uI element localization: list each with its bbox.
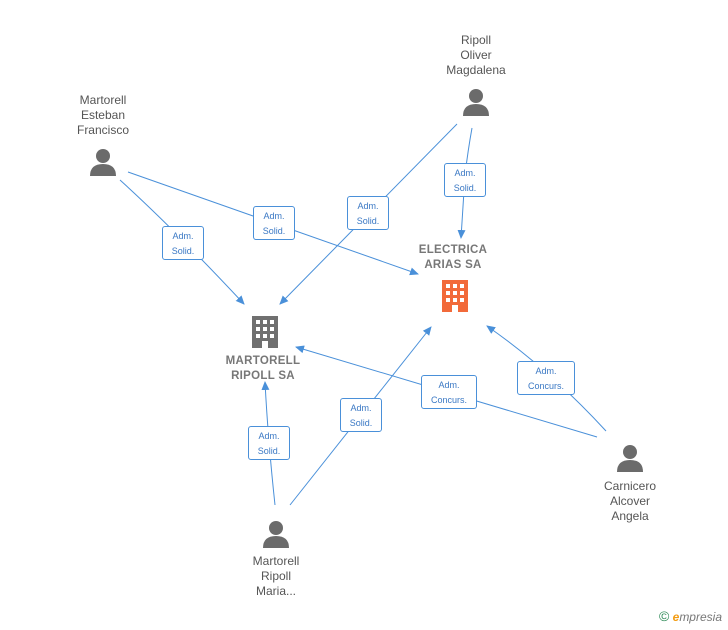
- edge-label-maria-martorell-sa[interactable]: Adm. Solid.: [248, 426, 290, 460]
- copyright-icon: ©: [658, 608, 670, 624]
- edge-label-maria-electrica[interactable]: Adm. Solid.: [340, 398, 382, 432]
- person-label-carnicero[interactable]: Carnicero Alcover Angela: [603, 479, 657, 523]
- person-icon-ripoll-oliver[interactable]: [463, 89, 489, 116]
- edge-label-carnicero-martorell-sa[interactable]: Adm. Concurs.: [421, 375, 477, 409]
- person-label-ripoll-oliver[interactable]: Ripoll Oliver Magdalena: [446, 33, 506, 77]
- edge-label-ripoll-martorell-sa[interactable]: Adm. Solid.: [347, 196, 389, 230]
- edge-label-esteban-electrica[interactable]: Adm. Solid.: [253, 206, 295, 240]
- company-label-martorell-ripoll-sa[interactable]: MARTORELL RIPOLL SA: [225, 355, 301, 382]
- person-label-martorell-esteban[interactable]: Martorell Esteban Francisco: [76, 93, 129, 137]
- building-icon-electrica-arias[interactable]: [442, 280, 468, 312]
- brand-logo-initial: e: [672, 610, 680, 624]
- edges: [119, 123, 607, 506]
- company-label-electrica-arias[interactable]: ELECTRICA ARIAS SA: [418, 244, 488, 271]
- person-icon-martorell-esteban[interactable]: [90, 149, 116, 176]
- edge-label-ripoll-electrica[interactable]: Adm. Solid.: [444, 163, 486, 197]
- empresia-watermark: © empresia: [659, 608, 722, 624]
- brand-logo-text: mpresia: [679, 610, 722, 624]
- edge-label-esteban-martorell-sa[interactable]: Adm. Solid.: [162, 226, 204, 260]
- building-icon-martorell-ripoll-sa[interactable]: [252, 316, 278, 348]
- edge-label-carnicero-electrica[interactable]: Adm. Concurs.: [517, 361, 575, 395]
- person-icon-martorell-ripoll-maria[interactable]: [263, 521, 289, 548]
- person-icon-carnicero[interactable]: [617, 445, 643, 472]
- person-label-martorell-ripoll-maria[interactable]: Martorell Ripoll Maria...: [252, 554, 300, 598]
